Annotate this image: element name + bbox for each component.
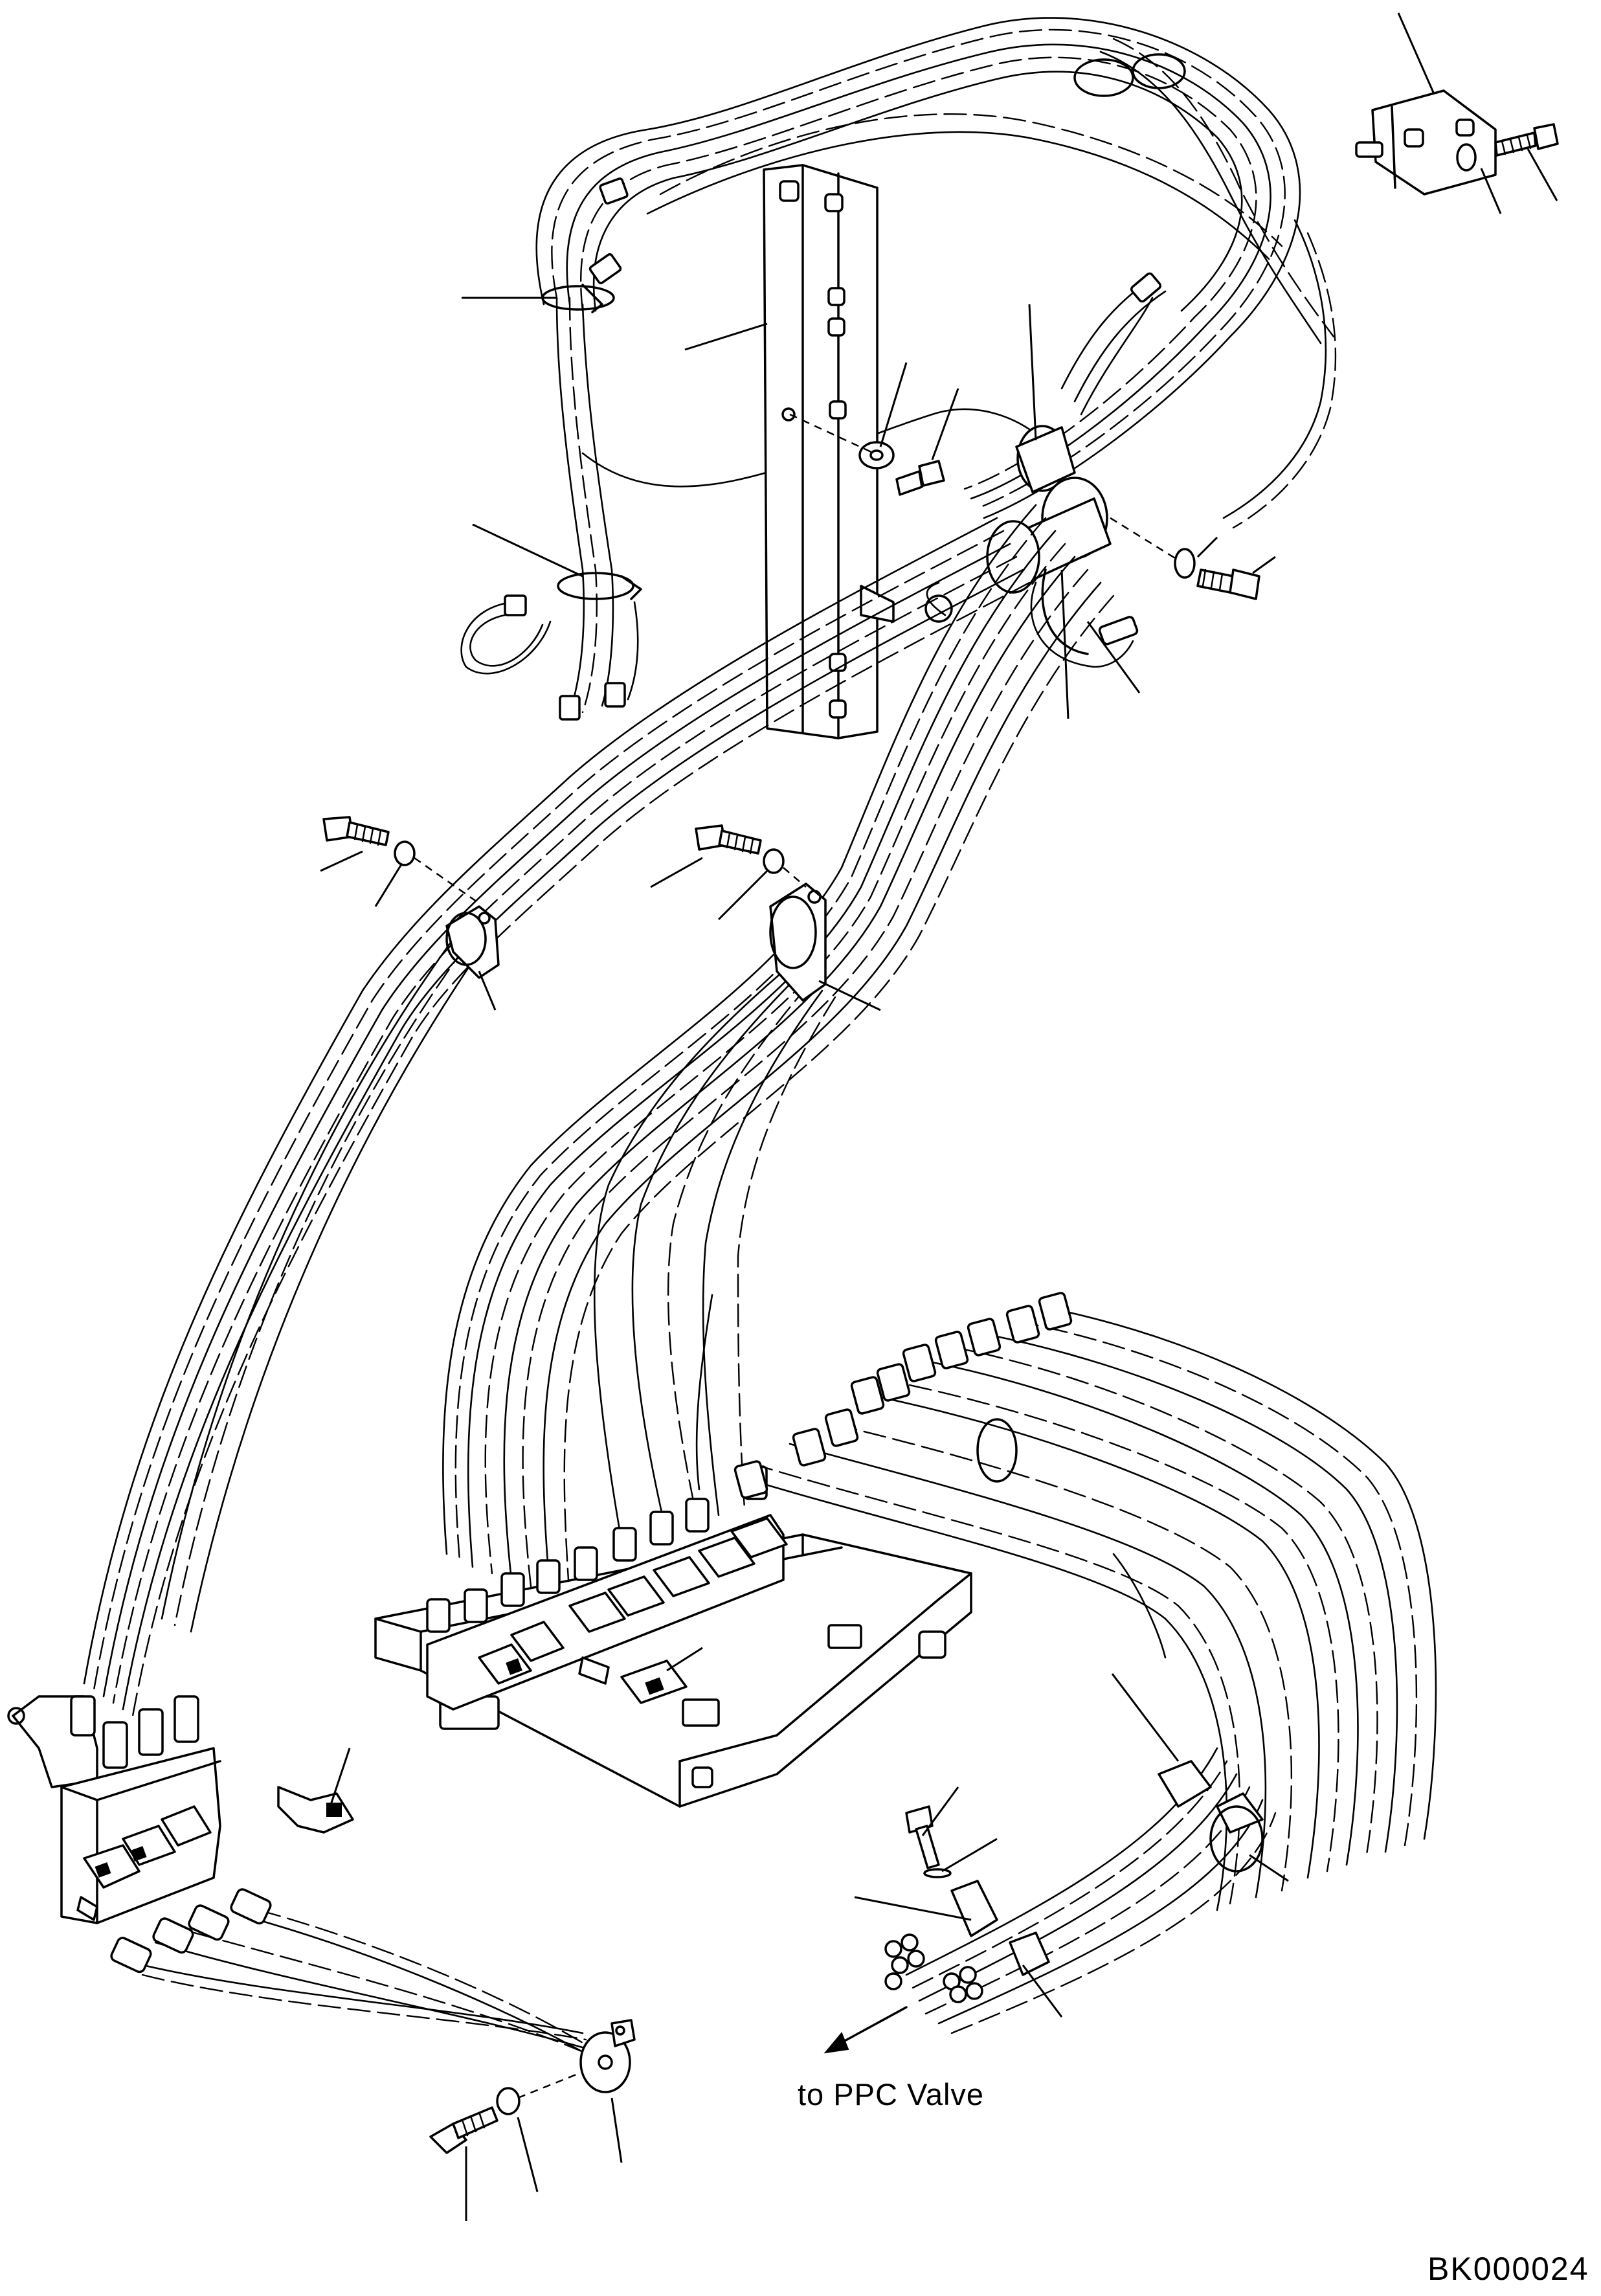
ppc-connector-ends: [884, 1933, 983, 2003]
central-clamp-group: [789, 272, 1260, 668]
left-hanging-hoses: [460, 177, 642, 721]
right-mount-bracket: [1355, 89, 1559, 196]
to-ppc-valve-label: to PPC Valve: [798, 2077, 985, 2111]
leader-lines: [320, 12, 1558, 2221]
mid-hose-clamps: [322, 816, 827, 1002]
vertical-mounting-bracket: [763, 164, 895, 739]
right-hose-bundle: [733, 1292, 1437, 2034]
junction-block-plate: [374, 1465, 972, 1808]
ppc-direction-arrow: [823, 2006, 908, 2054]
manifold-fittings: [426, 1465, 768, 1633]
manifold-solenoids: [478, 1517, 788, 1704]
main-hose-bundle: [83, 504, 1115, 1717]
drawing-code: BK000024: [1427, 2251, 1589, 2287]
bottom-left-hoses: [110, 1888, 636, 2154]
left-manifold: [7, 1695, 354, 1924]
